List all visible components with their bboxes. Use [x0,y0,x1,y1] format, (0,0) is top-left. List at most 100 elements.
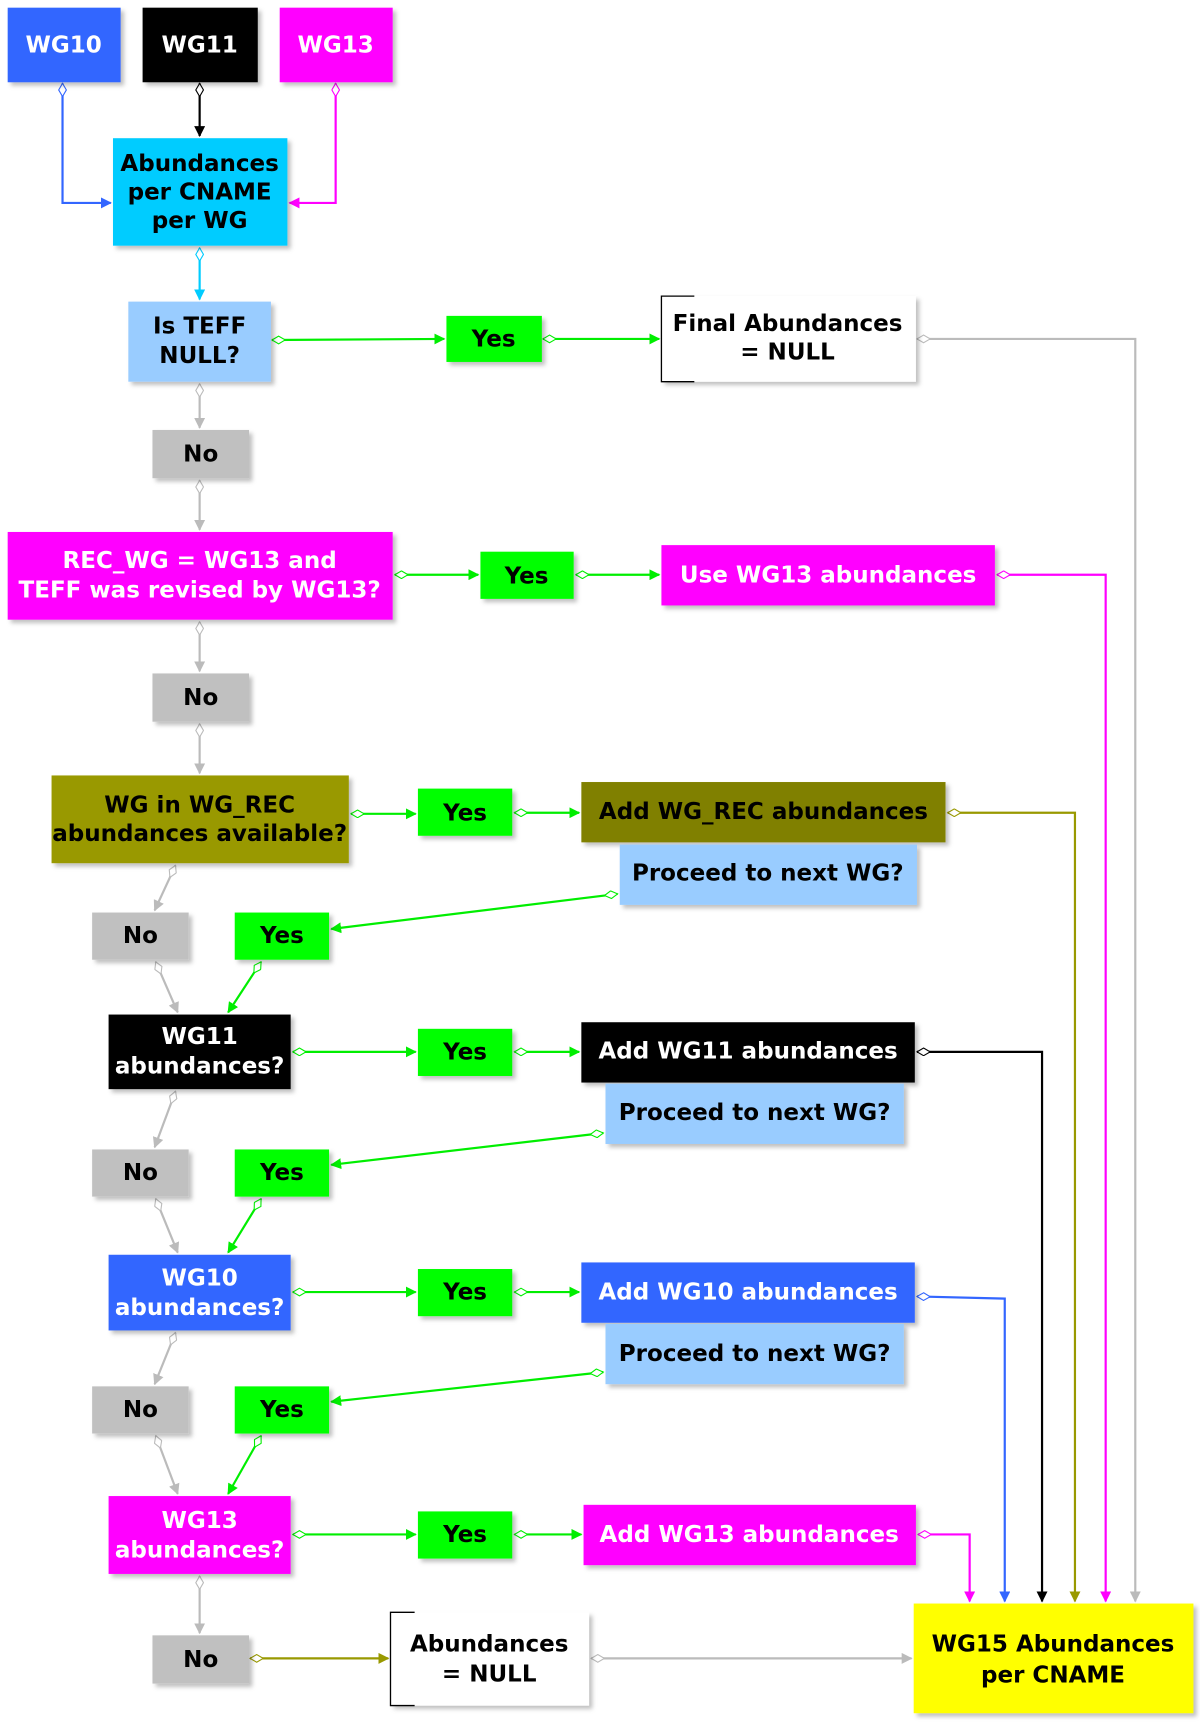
proceed-2[interactable]: Proceed to next WG? [605,1083,904,1144]
no-label: No [123,923,158,949]
yes-teff[interactable]: Yes [446,315,542,362]
node-label: Add WG_REC abundances [599,799,928,825]
edge [156,962,178,1012]
proceed-label: Proceed to next WG? [619,1100,891,1126]
edge [156,1199,178,1253]
yes-label: Yes [259,1397,304,1423]
node-label: abundances available? [52,821,347,847]
node-wg-in-rec[interactable]: WG in WG_REC abundances available? [51,775,349,864]
node-final-null[interactable]: Final Abundances = NULL [660,295,916,383]
node-label: per CNAME [128,180,272,206]
yes-label: Yes [442,800,487,826]
node-add-wg11[interactable]: Add WG11 abundances [581,1022,915,1083]
node-label: = NULL [740,340,835,366]
no-wg13[interactable]: No [152,1635,249,1684]
node-label: Use WG13 abundances [680,562,976,588]
node-label: per CNAME [981,1662,1125,1688]
node-wg13-q[interactable]: WG13 abundances? [108,1496,291,1574]
connectors [63,83,1136,1658]
node-label: NULL? [159,343,240,369]
edge [917,1296,1005,1601]
no-label: No [123,1397,158,1423]
yes-proceed-2[interactable]: Yes [234,1149,330,1197]
node-label: WG13 [161,1508,237,1534]
node-wg15-abundances[interactable]: WG15 Abundances per CNAME [913,1603,1194,1714]
node-label: Add WG11 abundances [598,1038,897,1064]
proceed-3[interactable]: Proceed to next WG? [605,1323,904,1385]
node-label: per WG [152,208,248,234]
node-rec-wg13[interactable]: REC_WG = WG13 and TEFF was revised by WG… [7,531,393,620]
yes-label: Yes [259,923,304,949]
node-add-wg10[interactable]: Add WG10 abundances [581,1262,915,1323]
edge [272,339,444,340]
no-wg-in-rec[interactable]: No [92,912,189,960]
proceed-label: Proceed to next WG? [619,1341,891,1367]
node-abundances-per-wg[interactable]: Abundances per CNAME per WG [112,138,288,246]
edge [918,1534,970,1601]
edge [948,813,1075,1602]
node-label: REC_WG = WG13 and [63,548,337,574]
edge [227,962,262,1012]
node-label: Add WG10 abundances [598,1280,897,1306]
node-use-wg13[interactable]: Use WG13 abundances [661,545,995,606]
edge [331,894,617,929]
yes-rec-wg13[interactable]: Yes [480,551,574,599]
node-label: WG11 [161,1024,237,1050]
edge [331,1372,603,1402]
edge [227,1436,263,1494]
no-label: No [183,442,218,468]
no-wg10[interactable]: No [92,1386,189,1434]
no-label: No [183,685,218,711]
edge [331,1133,603,1165]
edge-wg13-to-per-wg [290,83,336,203]
proceed-label: Proceed to next WG? [632,861,904,887]
edge [156,1436,178,1494]
node-label: Final Abundances [673,311,903,337]
edge [917,339,1135,1601]
no-label: No [183,1647,218,1673]
yes-label: Yes [442,1522,487,1548]
no-rec-wg13[interactable]: No [152,673,249,722]
edge [917,1052,1042,1602]
node-wg10-q[interactable]: WG10 abundances? [108,1254,291,1331]
yes-wg13[interactable]: Yes [417,1511,513,1559]
node-label: abundances? [115,1054,284,1080]
proceed-1[interactable]: Proceed to next WG? [619,844,918,905]
no-teff[interactable]: No [152,429,249,479]
edge-wg10-to-per-wg [63,83,111,203]
node-label: Abundances [120,151,278,177]
node-label: WG10 [161,1265,237,1291]
yes-wg10[interactable]: Yes [417,1269,513,1317]
node-label: Add WG13 abundances [600,1522,899,1548]
node-label: abundances? [115,1537,284,1563]
node-is-teff-null[interactable]: Is TEFF NULL? [128,301,271,382]
edge [153,865,176,910]
node-label: WG in WG_REC [104,793,295,819]
node-abundances-null[interactable]: Abundances = NULL [389,1611,590,1707]
node-label: = NULL [442,1661,537,1687]
yes-label: Yes [259,1160,304,1186]
node-label: Is TEFF [153,313,246,339]
node-wg11-q[interactable]: WG11 abundances? [108,1014,291,1090]
yes-proceed-3[interactable]: Yes [234,1386,330,1434]
node-label: abundances? [115,1295,284,1321]
yes-wg-in-rec[interactable]: Yes [417,788,513,836]
node-label: WG10 [25,33,101,59]
yes-label: Yes [442,1039,487,1065]
node-label: Abundances [410,1632,568,1658]
node-wg11[interactable]: WG11 [142,7,258,83]
yes-label: Yes [471,327,516,353]
no-wg11[interactable]: No [92,1149,189,1197]
yes-proceed-1[interactable]: Yes [234,912,330,960]
node-label: WG15 Abundances [932,1632,1175,1658]
node-add-wg13[interactable]: Add WG13 abundances [583,1504,916,1566]
yes-label: Yes [504,563,549,589]
yes-label: Yes [442,1280,487,1306]
node-label: WG13 [297,33,373,59]
node-wg10[interactable]: WG10 [7,7,121,83]
node-add-rec[interactable]: Add WG_REC abundances [581,782,946,843]
node-wg13[interactable]: WG13 [279,7,393,83]
yes-wg11[interactable]: Yes [417,1028,513,1076]
edge [997,575,1106,1602]
